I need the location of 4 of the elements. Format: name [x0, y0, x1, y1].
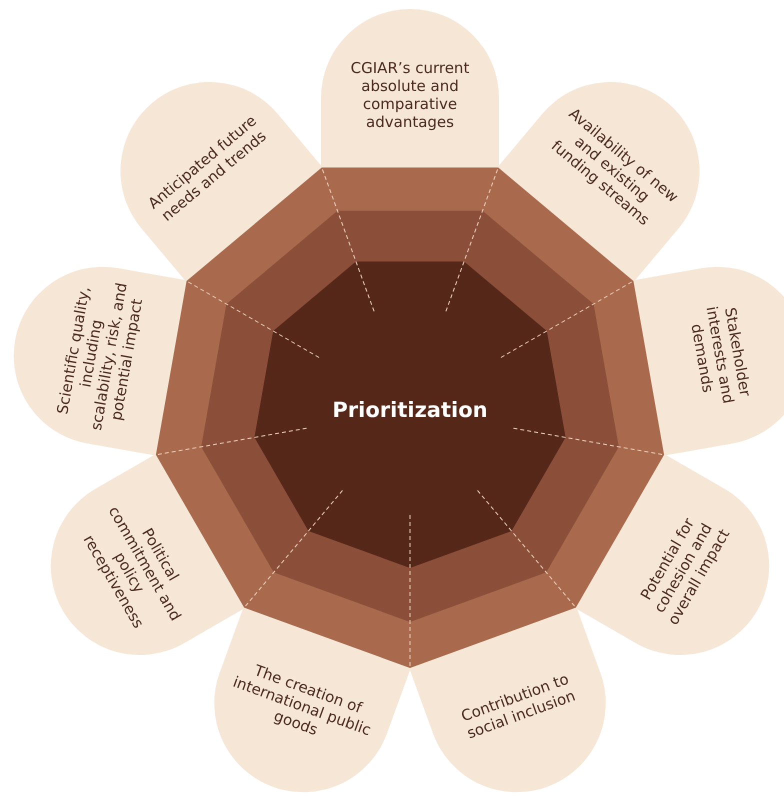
petal-label: Stakeholder interests and demands — [680, 276, 760, 434]
center-title: Prioritization — [332, 398, 488, 422]
petal-label: Scientific quality, including scalability, risk, and potential impact — [51, 275, 148, 436]
petal-label: CGIAR’s current absolute and comparative advantages — [335, 59, 485, 131]
